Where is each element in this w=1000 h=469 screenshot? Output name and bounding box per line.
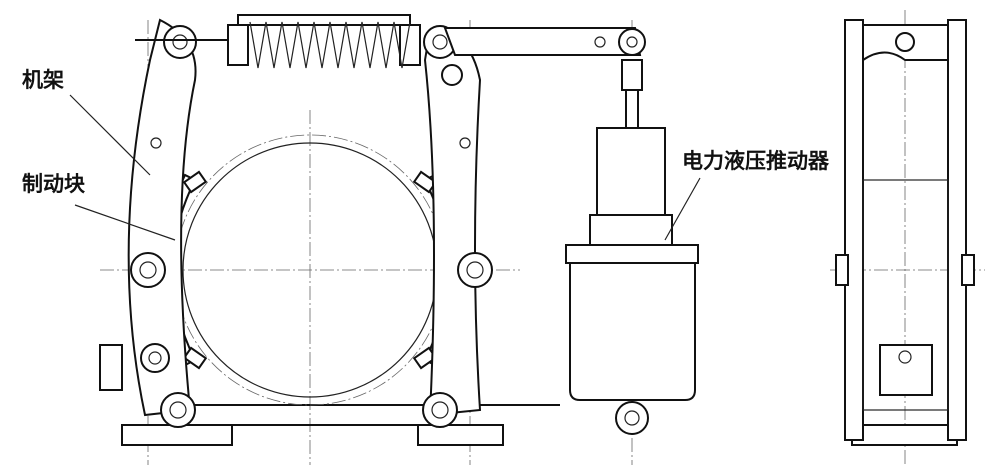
hydraulic-thruster [565,59,699,435]
spring-assembly [135,14,421,69]
side-view [835,19,975,441]
right-frame-arm [422,25,493,428]
label-thruster: 电力液压推动器 [682,149,829,173]
lever-arm [443,27,646,56]
label-brake-shoe: 制动块 [22,172,85,196]
left-frame-arm [99,18,197,428]
base-plates [121,404,958,446]
leader-lines [69,94,701,241]
label-frame: 机架 [22,68,64,92]
